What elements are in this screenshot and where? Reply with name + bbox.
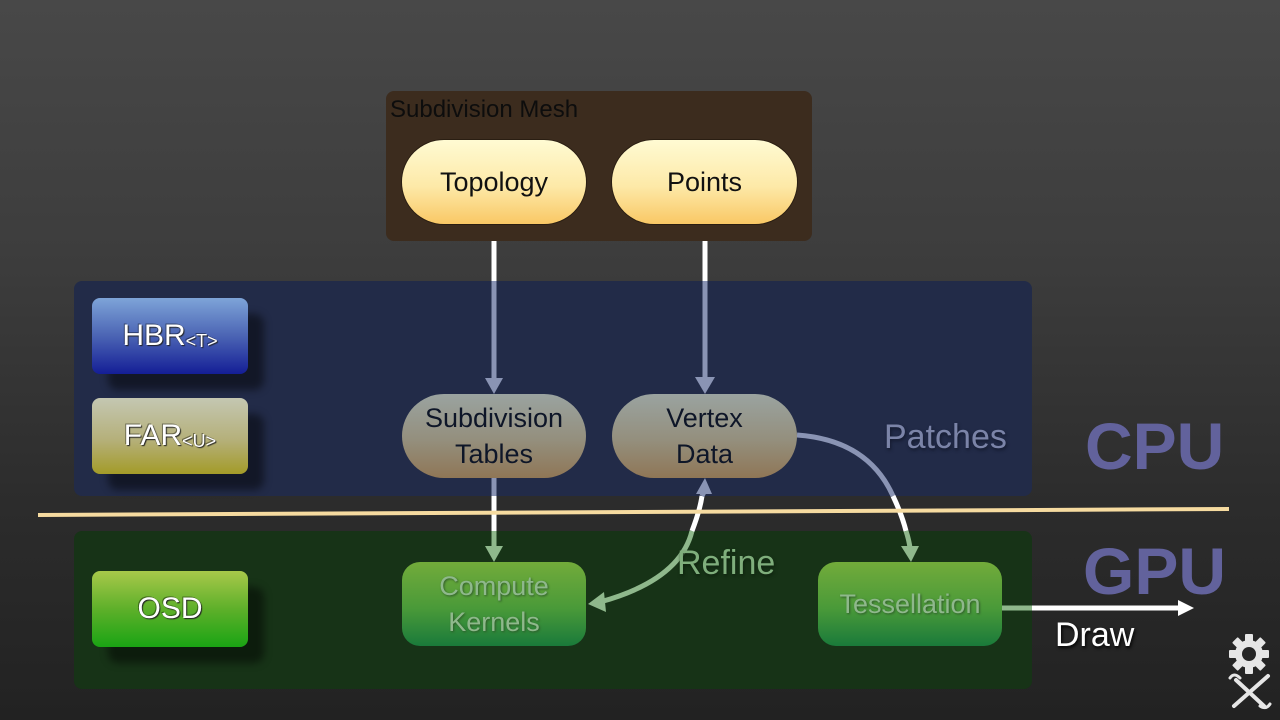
vertex-data-line2: Data [675,439,734,469]
tessellation-label: Tessellation [839,589,981,619]
far-param: <U> [182,430,217,451]
edge-refine-mid [689,495,705,532]
patches-label: Patches [884,418,1007,456]
far-name: FAR [123,419,183,452]
draw-label: Draw [1055,616,1135,654]
points-node: Points [612,140,797,224]
topology-node: Topology [402,140,586,224]
settings-tools-icon[interactable] [1224,630,1274,710]
subdivision-mesh-title: Subdivision Mesh [390,96,579,123]
points-node-label: Points [666,167,743,197]
topology-node-label: Topology [439,167,549,197]
refine-label: Refine [677,544,776,582]
compute-kernels-line2: Kernels [448,607,540,637]
gpu-layer-label: GPU [1083,534,1227,608]
subdivision-tables-line1: Subdivision [424,403,564,433]
osd-legend-box: OSD [92,571,248,647]
wrench-brush-icon [1228,673,1272,710]
hbr-param: <T> [185,330,218,351]
subdivision-tables-line2: Tables [454,439,534,469]
gear-icon [1229,634,1269,674]
edge-patches-mid [890,494,909,532]
subdivision-tables-node: Subdivision Tables [402,394,586,478]
far-legend-box: FAR<U> [92,398,248,474]
vertex-data-line1: Vertex [666,403,743,433]
cpu-layer-label: CPU [1085,409,1225,483]
compute-kernels-line1: Compute [439,571,549,601]
vertex-data-node: Vertex Data [612,394,797,478]
cpu-gpu-separator [37,507,1230,517]
hbr-legend-box: HBR<T> [92,298,248,374]
compute-kernels-node: Compute Kernels [402,562,586,646]
hbr-name: HBR [122,319,186,352]
tessellation-node: Tessellation [818,562,1002,646]
osd-name: OSD [137,592,203,625]
